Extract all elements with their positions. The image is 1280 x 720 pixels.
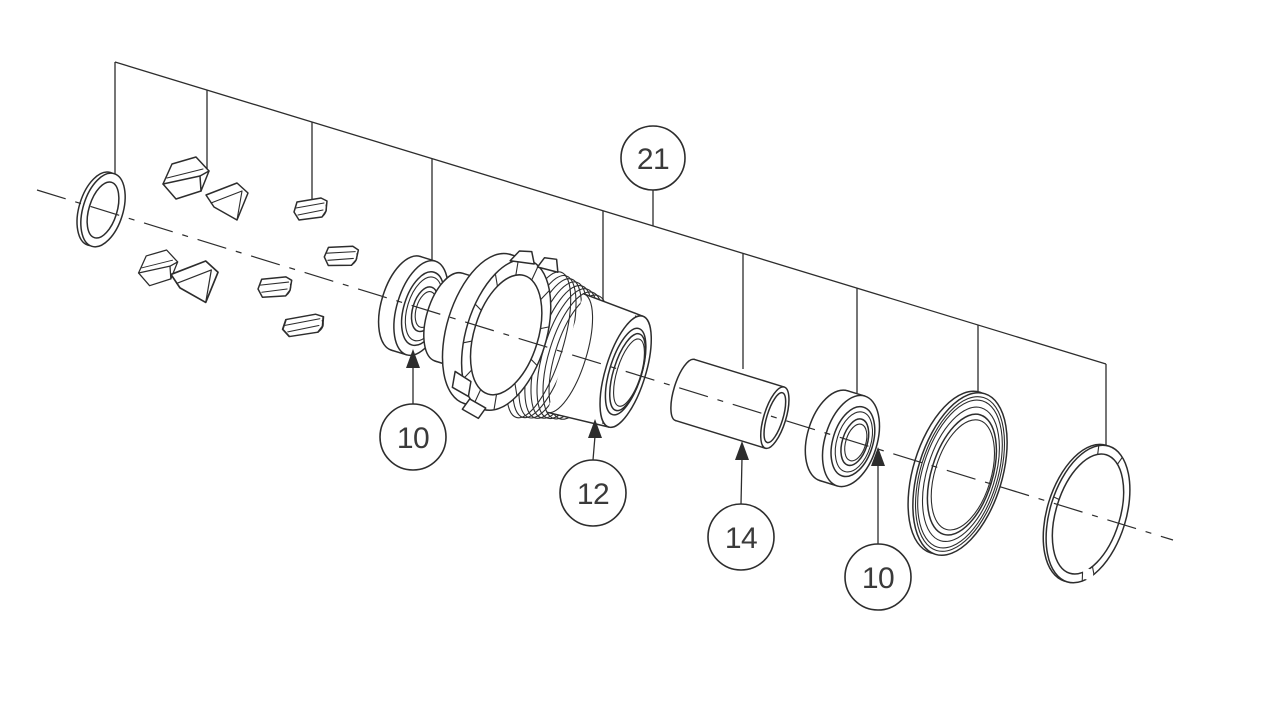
pawl	[205, 182, 249, 221]
callout-10-right: 10	[844, 447, 912, 611]
callout-label: 12	[577, 478, 609, 511]
spring-clip	[256, 274, 293, 300]
callout-bubble	[379, 403, 447, 471]
spring-clip-set	[256, 197, 360, 338]
callout-bubble	[707, 503, 775, 571]
callout-label: 21	[637, 143, 669, 176]
arrow-up-icon	[871, 447, 885, 466]
arrow-up-icon	[406, 349, 420, 368]
spring-clip	[322, 242, 360, 270]
assembly-bracket	[114, 61, 1107, 445]
callout-21: 21	[620, 125, 686, 226]
arrow-up-icon	[735, 441, 749, 460]
callout-bubble	[844, 543, 912, 611]
callout-14: 14	[707, 441, 775, 571]
spring-clip	[293, 197, 328, 221]
part-spacer-tube	[670, 358, 790, 450]
callout-bubble	[559, 459, 627, 527]
arrow-up-icon	[588, 419, 602, 438]
pawl	[162, 156, 210, 200]
callout-label: 14	[725, 522, 757, 555]
spring-clip	[281, 312, 326, 338]
callout-bubble	[620, 125, 686, 191]
pawl	[170, 260, 219, 304]
callout-12: 12	[559, 419, 627, 527]
callout-label: 10	[862, 562, 894, 595]
pawl	[137, 249, 179, 287]
pawl-set	[137, 156, 249, 304]
callout-label: 10	[397, 422, 429, 455]
callout-10-left: 10	[379, 349, 447, 471]
snap-ring-notches	[1053, 445, 1123, 582]
part-snap-ring	[1042, 443, 1131, 584]
